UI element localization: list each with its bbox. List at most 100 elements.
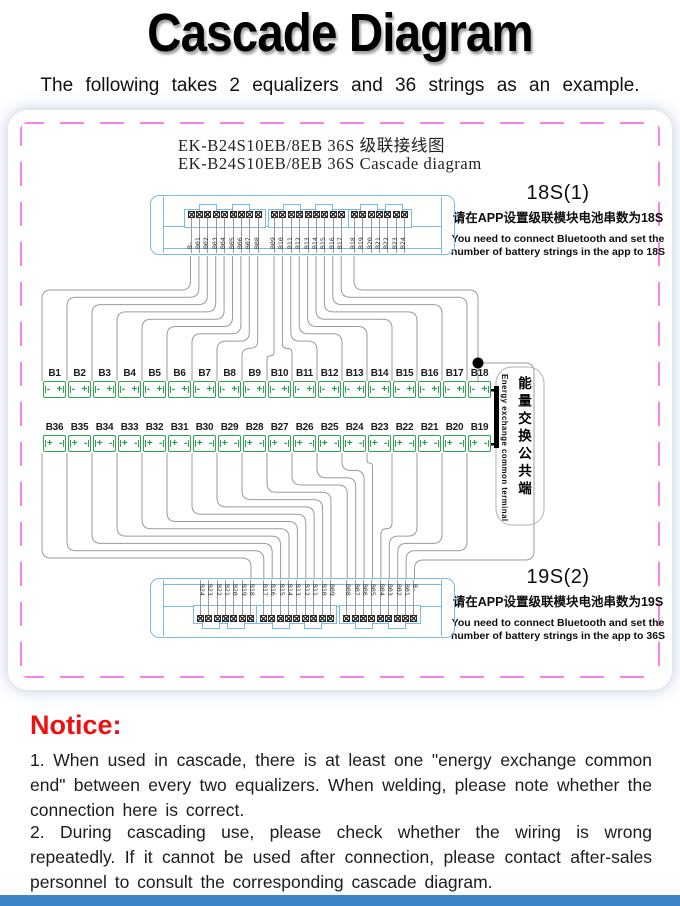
battery-row-top: B1-+B2-+B3-+B4-+B5-+B6-+B7-+B8-+B9-+B10-… [42, 368, 492, 398]
connector-pin [402, 615, 410, 622]
pin-lead [341, 217, 343, 253]
pin-lead [232, 217, 234, 253]
battery-label: B17 [445, 368, 464, 379]
wire-bottom [405, 453, 468, 578]
terminal-sign: + [296, 437, 303, 449]
pin-label: B09 [328, 584, 336, 596]
pin-label: B02 [394, 584, 403, 596]
battery-label: B26 [295, 422, 314, 433]
connector-pin [230, 615, 238, 622]
battery-label: B30 [195, 422, 214, 433]
battery-box: -+ [367, 381, 392, 398]
battery-cell: B7-+ [192, 368, 217, 398]
pin-label: B- [411, 584, 420, 592]
battery-cell: B5-+ [142, 368, 167, 398]
pin-label: B24 [398, 237, 407, 249]
pin-lead [299, 217, 301, 253]
battery-box: +- [67, 435, 92, 452]
housing-key-bump [271, 622, 290, 629]
battery-cell: B3-+ [92, 368, 117, 398]
housing-key-bump [304, 622, 323, 629]
battery-cell: B23+- [367, 422, 392, 452]
wire-bottom [91, 453, 273, 578]
terminal-sign: - [233, 437, 238, 449]
pin-lead [240, 217, 242, 253]
terminal-sign: + [156, 383, 163, 395]
terminal-sign: - [446, 383, 451, 395]
terminal-sign: + [96, 437, 103, 449]
pin-label: B06 [361, 584, 370, 596]
connector-pin [338, 211, 346, 218]
battery-label: B22 [395, 422, 414, 433]
annotation-18s-heading: 18S(1) [526, 182, 590, 204]
connector-pin [392, 211, 400, 218]
pin-label: B13 [294, 584, 303, 596]
wire-top [141, 256, 225, 381]
annotation-18s: 18S(1) 请在APP设置级联模块电池串数为18S You need to c… [448, 182, 668, 259]
battery-box: +- [192, 435, 217, 452]
battery-cell: B28+- [242, 422, 267, 452]
wire-top [266, 256, 275, 381]
connector-pin [204, 211, 212, 218]
battery-label: B19 [470, 422, 489, 433]
connector-pin [246, 211, 254, 218]
battery-box: +- [292, 435, 317, 452]
pin-label: B07 [352, 584, 361, 596]
connector-pin [400, 211, 408, 218]
battery-cell: B25+- [317, 422, 342, 452]
connector-pin [268, 615, 276, 622]
pin-label: B14 [311, 237, 319, 249]
battery-box: +- [267, 435, 292, 452]
pin-label: B21 [223, 584, 232, 596]
terminal-sign: - [246, 383, 251, 395]
connector-pin [301, 615, 309, 622]
wire-top [290, 256, 318, 381]
connector-pin [376, 615, 384, 622]
connector-pin [393, 615, 401, 622]
page-subtitle: The following takes 2 equalizers and 36 … [40, 75, 640, 96]
battery-cell: B34+- [92, 422, 117, 452]
annotation-19s-zh: 请在APP设置级联模块电池串数为19S [452, 595, 664, 609]
terminal-sign: + [281, 383, 288, 395]
pin-label: B03 [210, 237, 219, 249]
pin-lead [290, 217, 292, 253]
connector-pin [410, 615, 418, 622]
pin-lead [324, 217, 326, 253]
battery-box: -+ [242, 381, 267, 398]
battery-cell: B16-+ [417, 368, 442, 398]
connector-pin [321, 211, 329, 218]
battery-label: B9 [248, 368, 261, 379]
connector-pin [247, 615, 254, 622]
battery-label: B16 [420, 368, 439, 379]
annotation-19s-heading: 19S(2) [526, 566, 590, 588]
terminal-sign: + [146, 437, 153, 449]
wire-top [298, 256, 343, 381]
connector-pin [351, 211, 358, 218]
battery-label: B28 [245, 422, 264, 433]
pin-lead [387, 217, 389, 253]
pin-label: B22 [214, 584, 223, 596]
terminal-sign: - [321, 383, 326, 395]
battery-cell: B12-+ [317, 368, 342, 398]
pin-label: B14 [286, 584, 294, 596]
connector-pin [287, 211, 295, 218]
terminal-sign: - [483, 437, 488, 449]
pin-lead [395, 217, 397, 253]
battery-cell: B31+- [167, 422, 192, 452]
annotation-19s-en: You need to connect Bluetooth and set th… [450, 617, 666, 642]
pin-label: B04 [377, 584, 386, 596]
wire-bottom [191, 453, 307, 578]
wire-top [323, 256, 418, 381]
terminal-sign: + [371, 437, 378, 449]
diagram-title-en: EK-B24S10EB/8EB 36S Cascade diagram [178, 154, 482, 173]
terminal-sign: - [158, 437, 163, 449]
battery-cell: B36+- [42, 422, 67, 452]
pin-lead [362, 217, 364, 253]
annotation-18s-zh: 请在APP设置级联模块电池串数为18S [452, 211, 664, 225]
pin-lead [257, 217, 259, 253]
battery-cell: B22+- [392, 422, 417, 452]
battery-label: B12 [320, 368, 339, 379]
battery-cell: B11-+ [292, 368, 317, 398]
battery-label: B32 [145, 422, 164, 433]
